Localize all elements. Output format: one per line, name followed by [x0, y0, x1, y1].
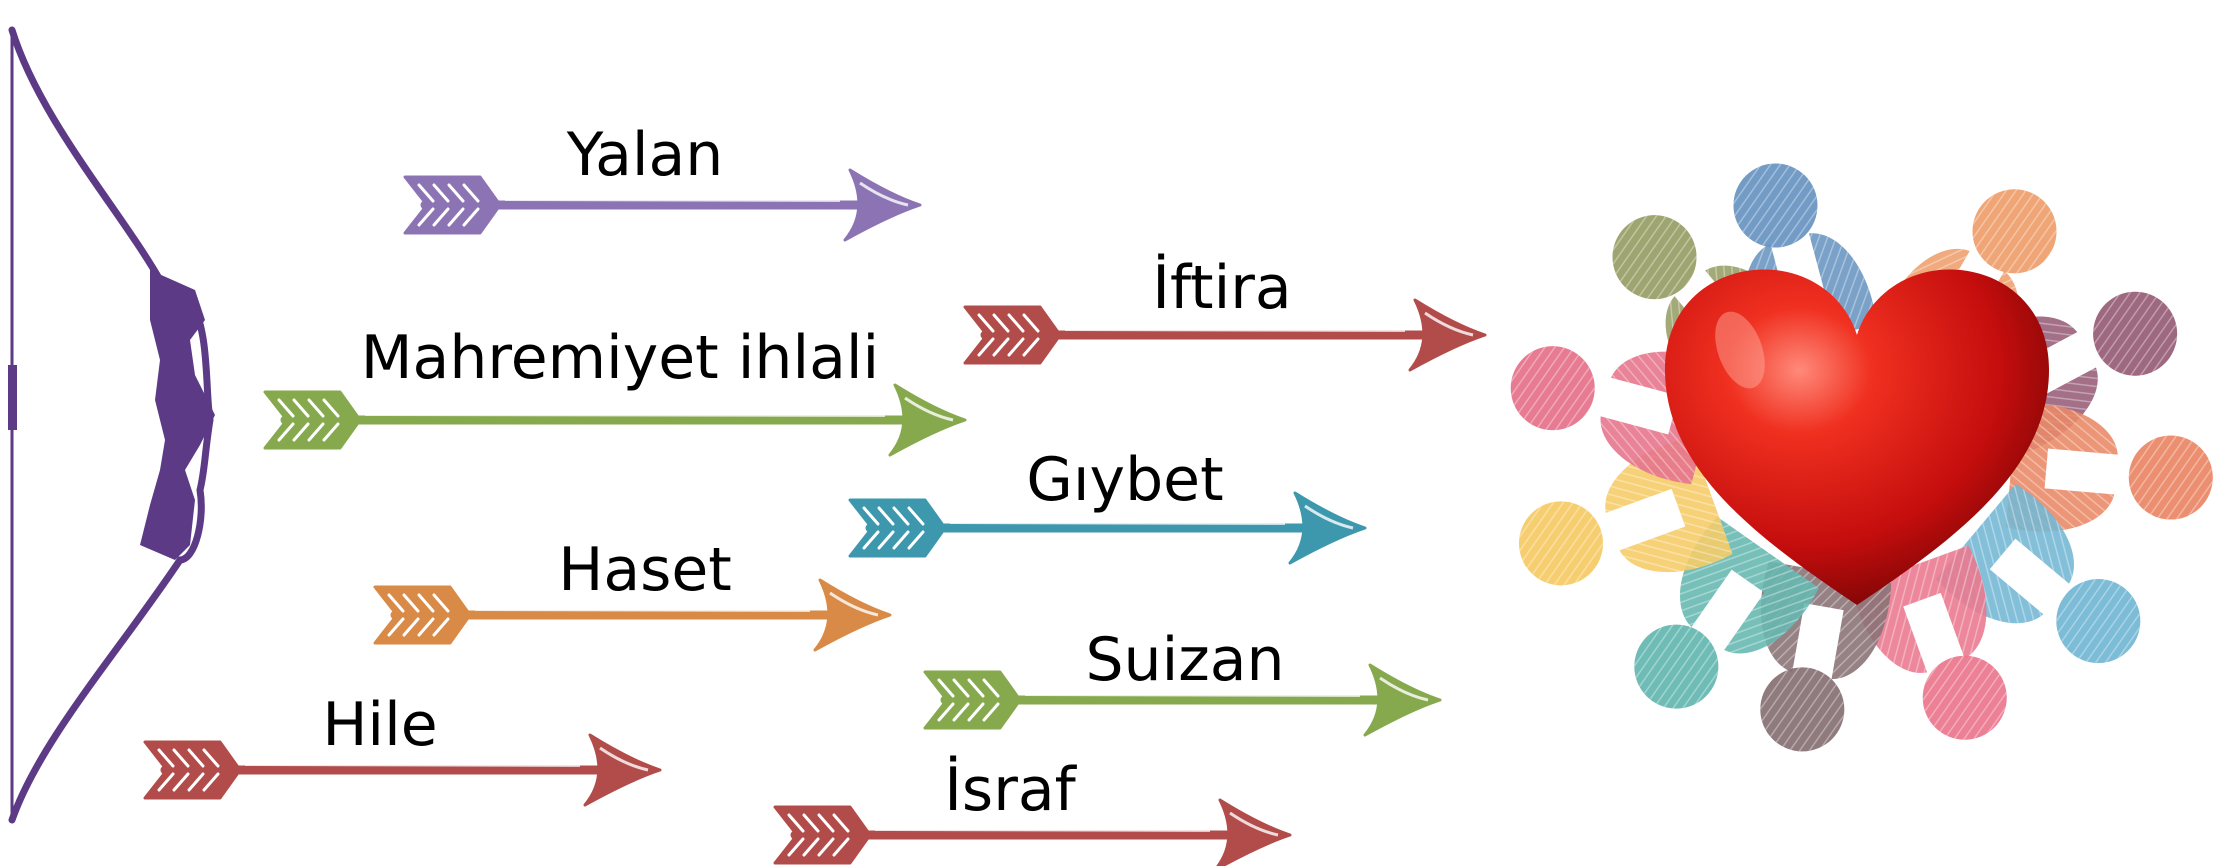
- arrow-head: [1408, 298, 1487, 372]
- person-head-texture: [1510, 346, 1595, 431]
- arrow: Gıybet: [848, 445, 1367, 565]
- arrow: Mahremiyet ihlali: [263, 323, 967, 457]
- arrow-label: Hile: [322, 690, 437, 760]
- arrow-label: İftira: [1152, 252, 1291, 323]
- arrow-head: [813, 578, 892, 652]
- arrow-fletching-stripe: [402, 593, 420, 637]
- arrow-fletching: [963, 305, 1062, 365]
- arrow-fletching-stripe: [802, 813, 820, 857]
- arrow-fletching-stripe: [432, 593, 450, 637]
- arrow: Hile: [143, 690, 662, 807]
- arrow-fletching-stripe: [982, 678, 1000, 722]
- arrow-head-highlight: [829, 591, 879, 617]
- arrow-fletching-stripe: [967, 678, 985, 722]
- arrow-fletching-stripe: [862, 506, 880, 550]
- arrow-head-highlight: [1424, 311, 1474, 337]
- person-head-texture: [1972, 189, 2057, 274]
- arrow-label: Mahremiyet ihlali: [361, 323, 879, 393]
- arrow-head: [1363, 663, 1442, 737]
- arrow-fletching-stripe: [187, 748, 205, 792]
- arrow-fletching-stripe: [447, 183, 465, 227]
- arrow-head-highlight: [1229, 811, 1279, 837]
- arrow-fletching-stripe: [387, 593, 405, 637]
- arrow-head-highlight: [1304, 504, 1354, 530]
- person-head-texture: [1518, 501, 1603, 586]
- arrow-shaft-highlight: [364, 414, 886, 417]
- arrow-fletching-stripe: [877, 506, 895, 550]
- arrow-shaft-highlight: [949, 522, 1286, 525]
- arrow-shaft-highlight: [1064, 329, 1406, 332]
- arrow-fletching-stripe: [817, 813, 835, 857]
- arrow-head: [843, 168, 922, 242]
- arrow-head-highlight: [1379, 676, 1429, 702]
- arrow-label: Haset: [558, 535, 732, 605]
- arrow-label: Gıybet: [1026, 445, 1223, 515]
- heart-icon: [1665, 269, 2049, 605]
- arrow-head-highlight: [599, 746, 649, 772]
- arrow-fletching-stripe: [417, 183, 435, 227]
- bow-limb: [8, 26, 214, 824]
- arrow-shaft-highlight: [504, 199, 841, 202]
- person-head-texture: [1733, 163, 1818, 248]
- arrow: İftira: [963, 252, 1487, 372]
- arrow-label: Yalan: [566, 120, 724, 190]
- arrow-fletching-stripe: [907, 506, 925, 550]
- arrow-fletching-stripe: [462, 183, 480, 227]
- arrow-fletching-stripe: [307, 398, 325, 442]
- arrow-fletching: [373, 585, 472, 645]
- arrow-fletching-stripe: [202, 748, 220, 792]
- arrow-fletching-stripe: [432, 183, 450, 227]
- arrow: Haset: [373, 535, 892, 652]
- arrow-fletching-stripe: [322, 398, 340, 442]
- arrow-fletching-stripe: [277, 398, 295, 442]
- arrow-fletching-stripe: [417, 593, 435, 637]
- arrow-label: İsraf: [944, 754, 1077, 825]
- arrow: Yalan: [403, 120, 922, 242]
- arrow-shaft-highlight: [1024, 694, 1361, 697]
- arrow-fletching: [403, 175, 502, 235]
- arrow-fletching-stripe: [832, 813, 850, 857]
- arrow-fletching: [263, 390, 362, 450]
- arrow-fletching-stripe: [172, 748, 190, 792]
- arrow-head: [583, 733, 662, 807]
- bow-grip: [140, 270, 215, 560]
- arrow-fletching-stripe: [937, 678, 955, 722]
- arrow-fletching-stripe: [892, 506, 910, 550]
- arrow-fletching-stripe: [1007, 313, 1025, 357]
- arrow-fletching: [143, 740, 242, 800]
- arrow-fletching-stripe: [292, 398, 310, 442]
- heart-highlight: [1715, 311, 1765, 389]
- person-head-texture: [1612, 215, 1697, 300]
- arrow-shaft-highlight: [244, 764, 581, 767]
- person-head-texture: [2093, 291, 2178, 376]
- person-head-texture: [2056, 579, 2141, 664]
- arrow-shaft-highlight: [874, 829, 1211, 832]
- arrow: Suizan: [923, 625, 1442, 737]
- arrow-shaft-highlight: [474, 609, 811, 612]
- arrow-fletching-stripe: [992, 313, 1010, 357]
- arrow-fletching-stripe: [787, 813, 805, 857]
- person-head-texture: [1634, 624, 1719, 709]
- arrow-head-highlight: [859, 181, 909, 207]
- bow: [8, 26, 215, 824]
- person-head-texture: [1760, 667, 1845, 752]
- arrow-fletching-stripe: [952, 678, 970, 722]
- arrow-head-highlight: [904, 396, 954, 422]
- arrow-label: Suizan: [1085, 625, 1284, 695]
- arrow-fletching: [848, 498, 947, 558]
- arrow-fletching-stripe: [157, 748, 175, 792]
- arrow-fletching: [773, 805, 872, 865]
- person-head-texture: [1922, 655, 2007, 740]
- arrow-head: [888, 383, 967, 457]
- person-head-texture: [2128, 435, 2213, 520]
- arrow-fletching: [923, 670, 1022, 730]
- arrow-fletching-stripe: [1022, 313, 1040, 357]
- arrow: İsraf: [773, 754, 1292, 866]
- arrow-fletching-stripe: [977, 313, 995, 357]
- bow-nock: [8, 365, 17, 430]
- arrow-head: [1288, 491, 1367, 565]
